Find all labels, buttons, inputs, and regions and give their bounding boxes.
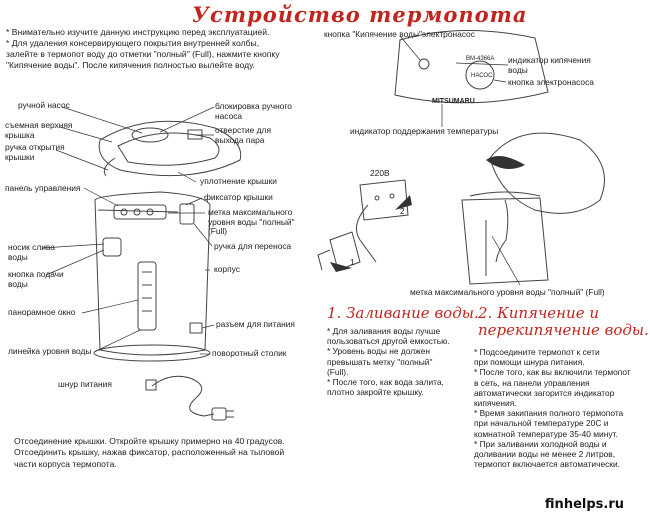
section-2-line: комнатной температуре 35-40 минут. bbox=[474, 429, 646, 439]
label-body: корпус bbox=[214, 265, 240, 275]
plug-drawing bbox=[318, 180, 412, 272]
label-boil-indicator: индикатор кипячения воды bbox=[508, 56, 591, 75]
label-max-mark: метка максимального уровня воды "полный"… bbox=[208, 208, 295, 237]
panel-brand: MITSUMARU bbox=[432, 97, 475, 107]
intro-line: "Кипячение воды". После кипячения полнос… bbox=[6, 60, 311, 71]
pouring-drawing bbox=[462, 133, 605, 284]
label-dispense-button: кнопка подачи воды bbox=[8, 270, 64, 289]
section-2-line: термопот включается автоматически. bbox=[474, 459, 646, 469]
section-1-title: 1. Заливание воды. bbox=[327, 305, 479, 322]
label-full-mark-caption: метка максимального уровня воды "полный"… bbox=[410, 288, 605, 298]
panel-model: BM-4366A bbox=[466, 55, 494, 65]
label-step-2: 2 bbox=[400, 207, 405, 217]
label-pump-button: кнопка электронасоса bbox=[508, 78, 594, 88]
label-spout: носик слива воды bbox=[8, 243, 55, 262]
intro-line: залейте в термопот воду до отметки "полн… bbox=[6, 49, 311, 60]
section-2-title-line: перекипячение воды. bbox=[478, 322, 649, 339]
section-1-line: превышать метку "полный" bbox=[327, 357, 477, 367]
label-step-1: 1 bbox=[350, 258, 355, 268]
section-1-line: плотно закройте крышку. bbox=[327, 387, 477, 397]
label-lid-seal: уплотнение крышки bbox=[200, 177, 277, 187]
label-swivel-base: поворотный столик bbox=[212, 349, 286, 359]
label-line: воды bbox=[8, 253, 55, 263]
label-keep-warm-indicator: индикатор поддержания температуры bbox=[350, 127, 498, 137]
section-2-line: * Время закипания полного термопота bbox=[474, 408, 646, 418]
intro-notes: * Внимательно изучите данную инструкцию … bbox=[6, 27, 311, 71]
section-1-line: * После того, как вода залита, bbox=[327, 377, 477, 387]
section-2-line: * Подсоедините термопот к сети bbox=[474, 347, 646, 357]
label-lid-handle: ручка открытия крышки bbox=[5, 143, 65, 162]
cord-drawing bbox=[146, 376, 234, 420]
section-1-line: * Для заливания воды лучше bbox=[327, 326, 477, 336]
section-2-line: при помощи шнура питания. bbox=[474, 357, 646, 367]
section-2-line: доливании воды не менее 2 литров, bbox=[474, 449, 646, 459]
label-level-ruler: линейка уровня воды bbox=[8, 347, 91, 357]
label-lid-latch: фиксатор крышки bbox=[204, 193, 273, 203]
label-carry-handle: ручка для переноса bbox=[214, 242, 291, 252]
section-1-line: пользоваться другой емкостью. bbox=[327, 336, 477, 346]
label-voltage: 220В bbox=[370, 169, 390, 179]
label-pump-lock: блокировка ручного насоса bbox=[215, 102, 292, 121]
intro-line: * Для удаления консервирующего покрытия … bbox=[6, 38, 311, 49]
section-2-line: * После того, как вы включили термопот bbox=[474, 367, 646, 377]
lid-removal-note: Отсоединение крышки. Откройте крышку при… bbox=[14, 436, 344, 470]
section-1-line: (Full). bbox=[327, 367, 477, 377]
page-title: Устройство термопота bbox=[192, 2, 527, 27]
section-2-title: 2. Кипячение и перекипячение воды. bbox=[478, 305, 649, 339]
label-power-cord: шнур питания bbox=[58, 380, 112, 390]
lid-removal-line: Отсоединение крышки. Откройте крышку при… bbox=[14, 436, 344, 447]
lid-removal-line: Отсоединить крышку, нажав фиксатор, расп… bbox=[14, 447, 344, 458]
label-line: крышка bbox=[5, 131, 72, 141]
section-1-text: * Для заливания воды лучше пользоваться … bbox=[327, 326, 477, 397]
section-2-line: в сеть, на панели управления bbox=[474, 378, 646, 388]
watermark: finhelps.ru bbox=[545, 497, 624, 512]
label-line: воды bbox=[8, 280, 64, 290]
label-line: (Full) bbox=[208, 227, 295, 237]
section-2-text: * Подсоедините термопот к сети при помощ… bbox=[474, 347, 646, 469]
section-2-title-line: 2. Кипячение и bbox=[478, 305, 649, 322]
label-boil-button: кнопка "Кипячение воды"электронасос bbox=[324, 30, 475, 40]
label-control-panel: панель управления bbox=[5, 184, 80, 194]
label-line: выхода пара bbox=[215, 136, 271, 146]
panel-pump-key: НАСОС bbox=[471, 72, 492, 82]
label-line: крышки bbox=[5, 153, 65, 163]
label-hand-pump: ручной насос bbox=[18, 101, 70, 111]
label-line: воды bbox=[508, 66, 591, 76]
section-2-line: при начальной температуре 20С и bbox=[474, 418, 646, 428]
pot-drawing bbox=[94, 192, 210, 361]
label-window: панорамное окно bbox=[8, 308, 75, 318]
intro-line: * Внимательно изучите данную инструкцию … bbox=[6, 27, 311, 38]
label-removable-lid: съемная верхняя крышка bbox=[5, 121, 72, 140]
label-line: насоса bbox=[215, 112, 292, 122]
section-1-line: * Уровень воды не должен bbox=[327, 346, 477, 356]
section-2-line: * При заливании холодной воды и bbox=[474, 439, 646, 449]
lid-removal-line: части корпуса термопота. bbox=[14, 459, 344, 470]
section-2-line: автоматически загорится индикатор bbox=[474, 388, 646, 398]
label-steam-hole: отверстие для выхода пара bbox=[215, 126, 271, 145]
label-power-socket: разъем для питания bbox=[216, 320, 295, 330]
section-2-line: кипячения. bbox=[474, 398, 646, 408]
